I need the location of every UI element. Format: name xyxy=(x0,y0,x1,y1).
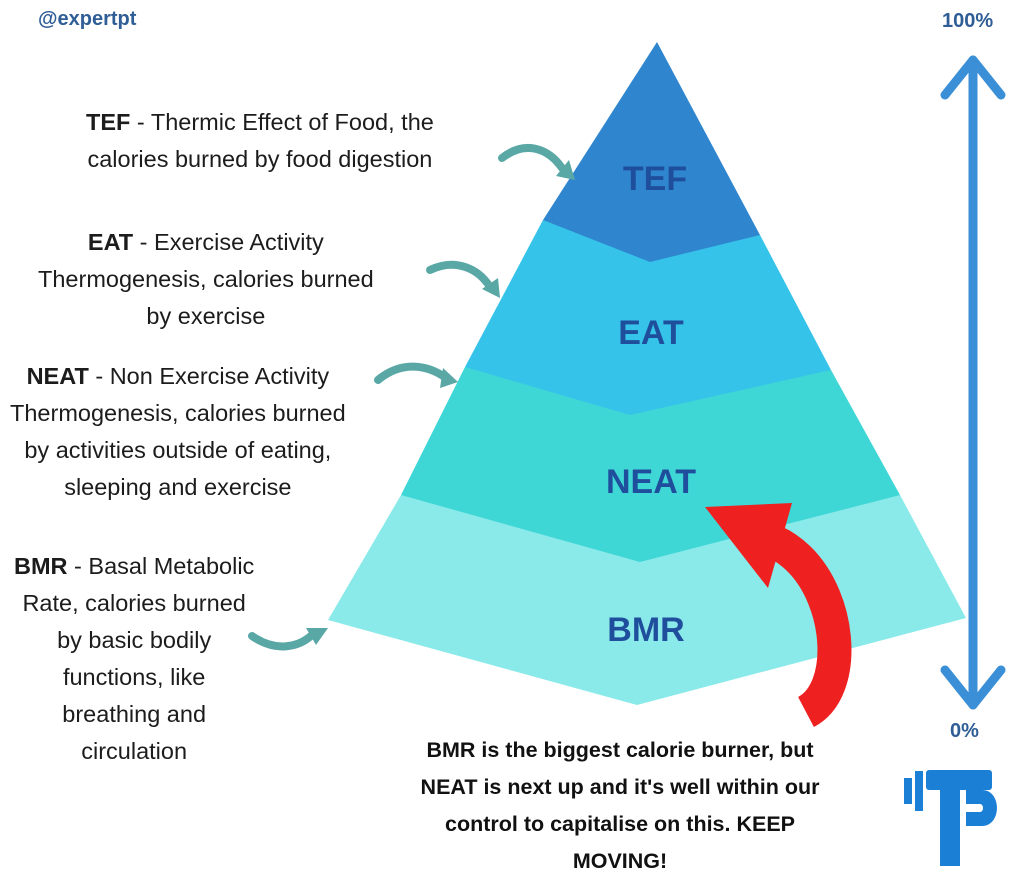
description-eat: EAT - Exercise Activity Thermogenesis, c… xyxy=(38,229,374,329)
layer-label-neat: NEAT xyxy=(606,463,696,501)
scale-bottom-label: 0% xyxy=(950,720,979,742)
description-bmr: BMR - Basal Metabolic Rate, calories bur… xyxy=(14,553,255,764)
curved-arrow-icon xyxy=(374,362,450,384)
tp-logo-icon xyxy=(904,770,997,866)
bottom-note: BMR is the biggest calorie burner, but N… xyxy=(420,738,820,873)
curved-arrow-icon xyxy=(426,260,494,291)
pyramid-layer-tef xyxy=(543,42,760,262)
curved-arrow-icon xyxy=(248,631,316,651)
term-tef: TEF xyxy=(86,109,131,135)
layer-label-bmr: BMR xyxy=(607,611,684,649)
scale-top-label: 100% xyxy=(942,10,994,32)
term-neat: NEAT xyxy=(26,363,89,389)
layer-label-tef: TEF xyxy=(623,160,687,198)
pyramid-layer-eat xyxy=(465,220,831,415)
brand-handle: @expertpt xyxy=(38,8,137,30)
description-tef: TEF - Thermic Effect of Food, the calori… xyxy=(86,109,434,172)
double-arrow-icon xyxy=(940,55,1006,710)
curved-arrow-icon xyxy=(498,144,566,172)
red-arrow-icon xyxy=(705,503,852,728)
term-eat: EAT xyxy=(87,229,134,255)
layer-label-eat: EAT xyxy=(618,314,684,352)
description-neat: NEAT - Non Exercise Activity Thermogenes… xyxy=(10,363,346,500)
term-bmr: BMR xyxy=(14,553,68,579)
